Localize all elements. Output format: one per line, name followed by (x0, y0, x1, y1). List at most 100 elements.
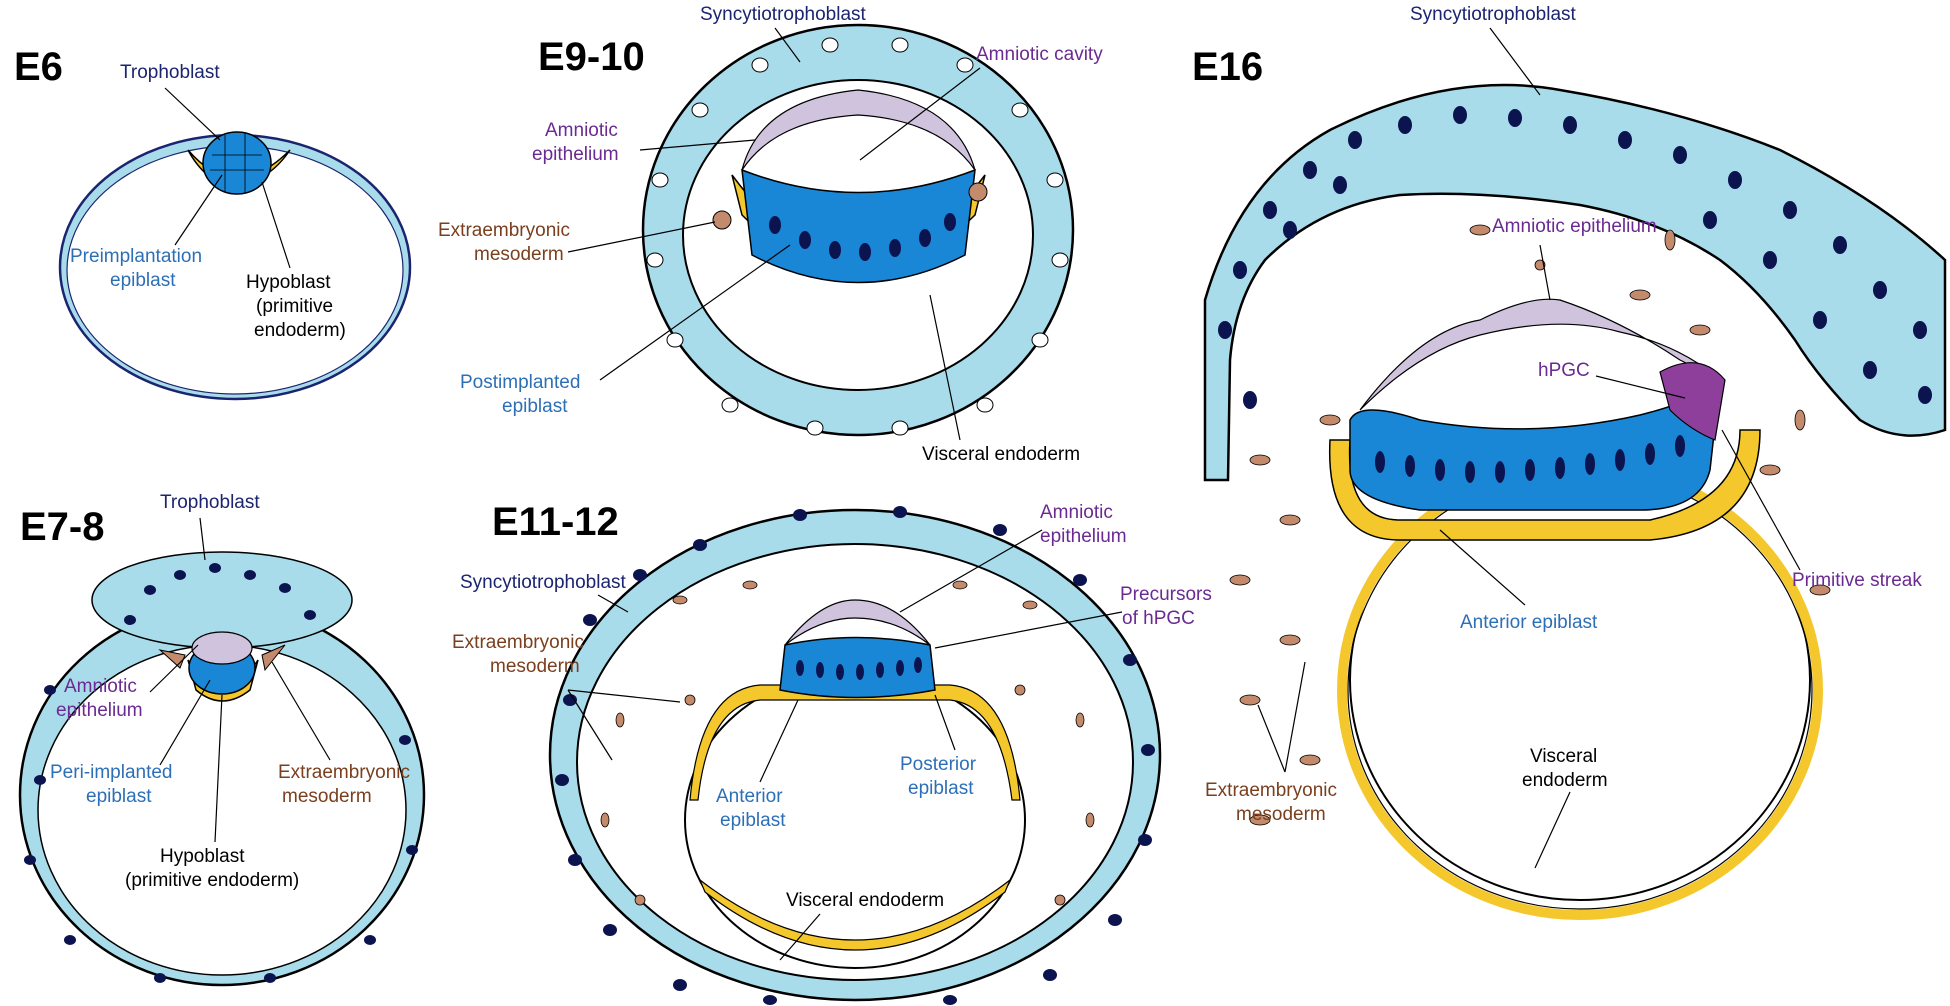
e1112-label-syncytio: Syncytiotrophoblast (460, 572, 627, 593)
e16-hpgc (1659, 362, 1726, 441)
e1112-label-post-2: epiblast (908, 778, 974, 799)
e6-label-hypo-3: endoderm) (254, 320, 346, 341)
e78-exmes-right (261, 644, 286, 672)
e910-exmes-left (712, 210, 732, 230)
e16-label-syncytio: Syncytiotrophoblast (1410, 4, 1577, 25)
e16-leader-streak (1721, 429, 1801, 571)
e1112-epiblast-nuclei (796, 657, 922, 680)
e78-label-exmes-1: Extraembryonic (278, 762, 410, 783)
e16-label-ant: Anterior epiblast (1460, 612, 1598, 633)
e78-leader-trophoblast (199, 517, 206, 561)
e16-label-streak: Primitive streak (1792, 570, 1922, 591)
e910-label-post-1: Postimplanted (460, 372, 580, 393)
e16-label-hpgc: hPGC (1538, 360, 1590, 381)
e1112-label-post-1: Posterior (900, 754, 977, 775)
e910-leader-amn-cavity (859, 67, 981, 161)
e1112-leader-post (934, 694, 956, 751)
e78-leader-exmes (271, 661, 331, 761)
panel-e1112: E11-12 Syncytiotrophoblast Amniotic epit… (452, 500, 1212, 1005)
e910-exmes-right (968, 182, 988, 202)
e6-label-trophoblast: Trophoblast (120, 62, 220, 83)
e6-label-hypo-2: (primitive (256, 296, 333, 317)
panel-e6: E6 Trophoblast Preimplantation epiblast … (14, 45, 412, 401)
e78-label-peri-2: epiblast (86, 786, 152, 807)
e16-leader-hpgc (1595, 375, 1686, 399)
e6-stage-title: E6 (14, 45, 63, 89)
e78-amnion (191, 631, 253, 665)
e1112-label-visceral: Visceral endoderm (786, 890, 944, 911)
e16-leader-exmes-a (1257, 704, 1286, 773)
e78-leader-hypo (214, 694, 223, 843)
e1112-label-prec-1: Precursors (1120, 584, 1212, 605)
e1112-leader-exmes-a (567, 689, 681, 703)
e910-epiblast (741, 168, 976, 284)
e78-label-amn-1: Amniotic (64, 676, 137, 697)
e1112-label-amn-1: Amniotic (1040, 502, 1113, 523)
e6-leader-preimp (174, 174, 223, 246)
e16-label-amn-epi: Amniotic epithelium (1492, 216, 1657, 237)
e910-leader-syncytio (774, 27, 801, 63)
e78-stage-title: E7-8 (20, 505, 105, 549)
e910-leader-post (599, 244, 791, 381)
e78-label-hypo-2: (primitive endoderm) (125, 870, 299, 891)
e1112-trophoblast-nuclei (555, 506, 1155, 1005)
e1112-leader-exmes-b (567, 689, 613, 761)
e1112-amnion (784, 599, 931, 646)
e16-leader-visc (1534, 791, 1571, 869)
e16-leader-syncytio (1489, 27, 1541, 96)
e1112-leader-syncytio (597, 594, 629, 613)
e78-label-amn-2: epithelium (56, 700, 143, 721)
e78-label-hypo-1: Hypoblast (160, 846, 245, 867)
e910-epiblast-nuclei (769, 213, 956, 261)
panel-e16: E16 Syncytiotrophoblast Amniotic epithel… (1192, 4, 1947, 920)
e16-leader-amn-epi (1539, 244, 1551, 301)
e16-label-exmes-2: mesoderm (1236, 804, 1326, 825)
e910-label-visceral: Visceral endoderm (922, 444, 1080, 465)
panel-e910: E9-10 Syncytiotrophoblast Amniotic cavit… (438, 4, 1103, 465)
e1112-visceral-endoderm-bottom (698, 878, 1012, 951)
e1112-leader-visceral (779, 913, 821, 961)
e16-label-visc-2: endoderm (1522, 770, 1608, 791)
e78-trophoblast-nuclei (24, 563, 418, 983)
e6-label-preimp-2: epiblast (110, 270, 176, 291)
e1112-label-exmes-1: Extraembryonic (452, 632, 584, 653)
e910-label-amn-2: epithelium (532, 144, 619, 165)
panel-e78: E7-8 Trophoblast Amniotic epithelium Per… (18, 492, 426, 987)
e910-leader-exmes (567, 221, 716, 253)
e6-icm-cells (210, 133, 264, 193)
e16-epiblast (1349, 377, 1721, 511)
e6-leader-trophoblast (164, 87, 221, 141)
e1112-label-ant-2: epiblast (720, 810, 786, 831)
e910-amniotic-epithelium (741, 89, 976, 171)
e1112-label-amn-2: epithelium (1040, 526, 1127, 547)
e910-stage-title: E9-10 (538, 35, 645, 79)
e1112-exmes-cells (600, 580, 1095, 906)
e6-label-preimp-1: Preimplantation (70, 246, 202, 267)
e6-inner-cell-mass (202, 131, 272, 195)
e910-label-amn-1: Amniotic (545, 120, 618, 141)
e910-label-syncytio: Syncytiotrophoblast (700, 4, 867, 25)
e1112-leader-ant (759, 699, 799, 783)
e16-leader-ant (1439, 529, 1526, 606)
e6-label-hypo-1: Hypoblast (246, 272, 331, 293)
e1112-label-exmes-2: mesoderm (490, 656, 580, 677)
e16-epiblast-nuclei (1375, 435, 1685, 483)
e910-label-amn-cavity: Amniotic cavity (976, 44, 1103, 65)
e910-label-post-2: epiblast (502, 396, 568, 417)
e1112-label-ant-1: Anterior (716, 786, 783, 807)
e16-hypoblast-band (1328, 429, 1761, 541)
e16-stage-title: E16 (1192, 45, 1263, 89)
e6-leader-hypo (261, 181, 291, 269)
e78-leader-peri (159, 679, 211, 766)
e1112-visceral-endoderm (689, 684, 1021, 801)
e16-label-visc-1: Visceral (1530, 746, 1597, 767)
e910-label-exmes-2: mesoderm (474, 244, 564, 265)
e910-label-exmes-1: Extraembryonic (438, 220, 570, 241)
e78-label-trophoblast: Trophoblast (160, 492, 260, 513)
e1112-label-prec-2: of hPGC (1122, 608, 1195, 629)
e78-label-exmes-2: mesoderm (282, 786, 372, 807)
e910-leader-amn (639, 139, 756, 151)
e78-leader-amn (149, 644, 199, 693)
e910-leader-visceral (929, 294, 961, 441)
